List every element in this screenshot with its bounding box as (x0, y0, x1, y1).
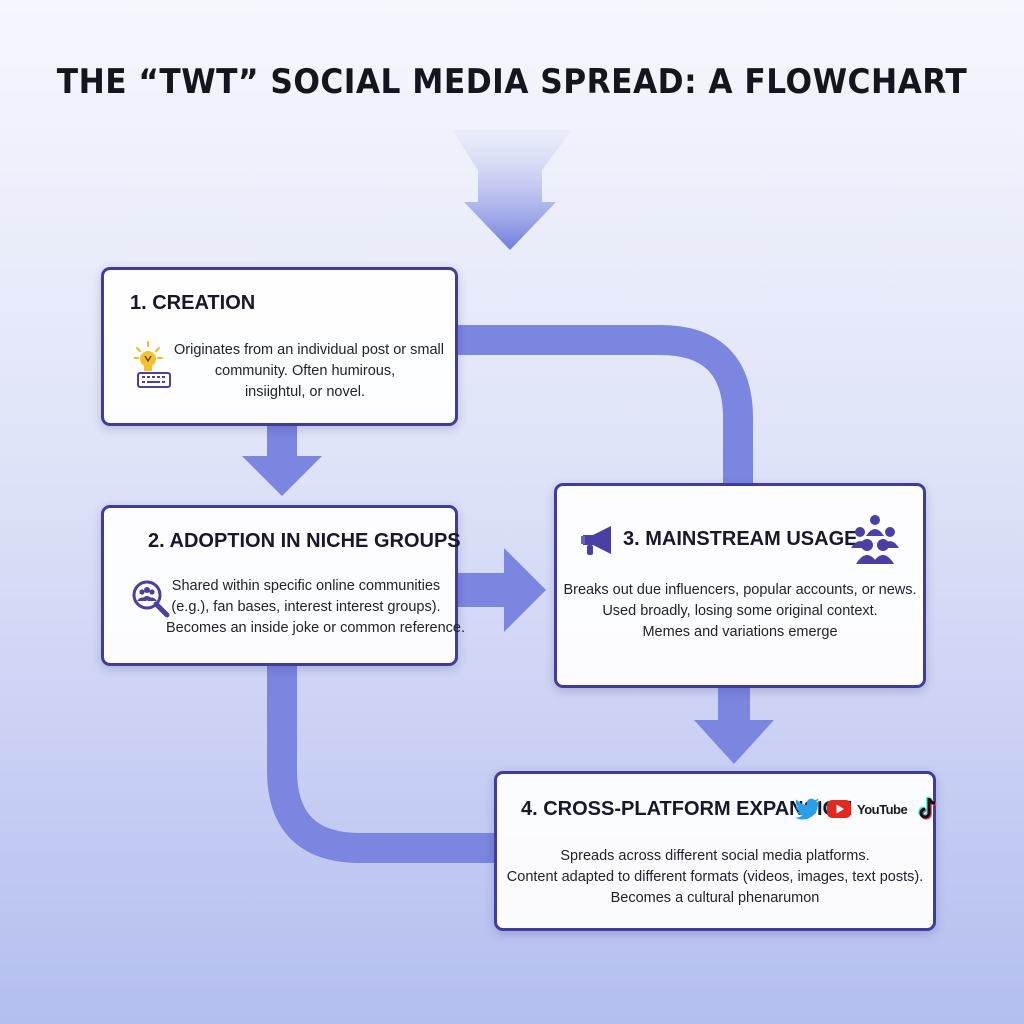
group-search-icon (132, 580, 170, 618)
megaphone-icon (581, 526, 611, 555)
step-description: Originates from an individual post or sm… (174, 342, 444, 400)
crowd-icon (851, 515, 899, 564)
step-adoption-card: 2. ADOPTION IN NICHE GROUPS Shared withi… (101, 505, 466, 666)
step-title: 2. ADOPTION IN NICHE GROUPS (148, 530, 461, 552)
connector-adoption-to-cross-platform (267, 666, 496, 863)
connector-creation-to-mainstream (458, 325, 753, 486)
step-title: 4. CROSS-PLATFORM EXPANSION (521, 798, 853, 820)
step-description: Breaks out due influencers, popular acco… (563, 582, 917, 640)
tiktok-icon (918, 796, 937, 820)
arrow-adoption-to-mainstream (458, 548, 546, 632)
step-description: Spreads across different social media pl… (506, 848, 924, 906)
twitter-bird-icon (795, 798, 820, 820)
step-description: Shared within specific online communitie… (166, 578, 466, 636)
step-title: 3. MAINSTREAM USAGE (623, 528, 858, 550)
lightbulb-keyboard-icon (134, 341, 171, 388)
step-creation-card: 1. CREATION Originates from an individua… (101, 267, 458, 426)
arrow-mainstream-to-cross-platform (694, 688, 774, 764)
page-title: THE “TWT” SOCIAL MEDIA SPREAD: A FLOWCHA… (56, 62, 968, 102)
arrow-creation-to-adoption (242, 426, 322, 496)
step-title: 1. CREATION (130, 292, 256, 314)
youtube-icon (827, 800, 851, 818)
step-mainstream-card: 3. MAINSTREAM USAGE Breaks out due influ… (554, 483, 926, 688)
platform-icons: YouTube (795, 796, 941, 822)
entry-arrow (452, 130, 572, 250)
step-cross-platform-card: 4. CROSS-PLATFORM EXPANSION YouTube Spre… (494, 771, 937, 931)
youtube-label: YouTube (857, 801, 908, 817)
